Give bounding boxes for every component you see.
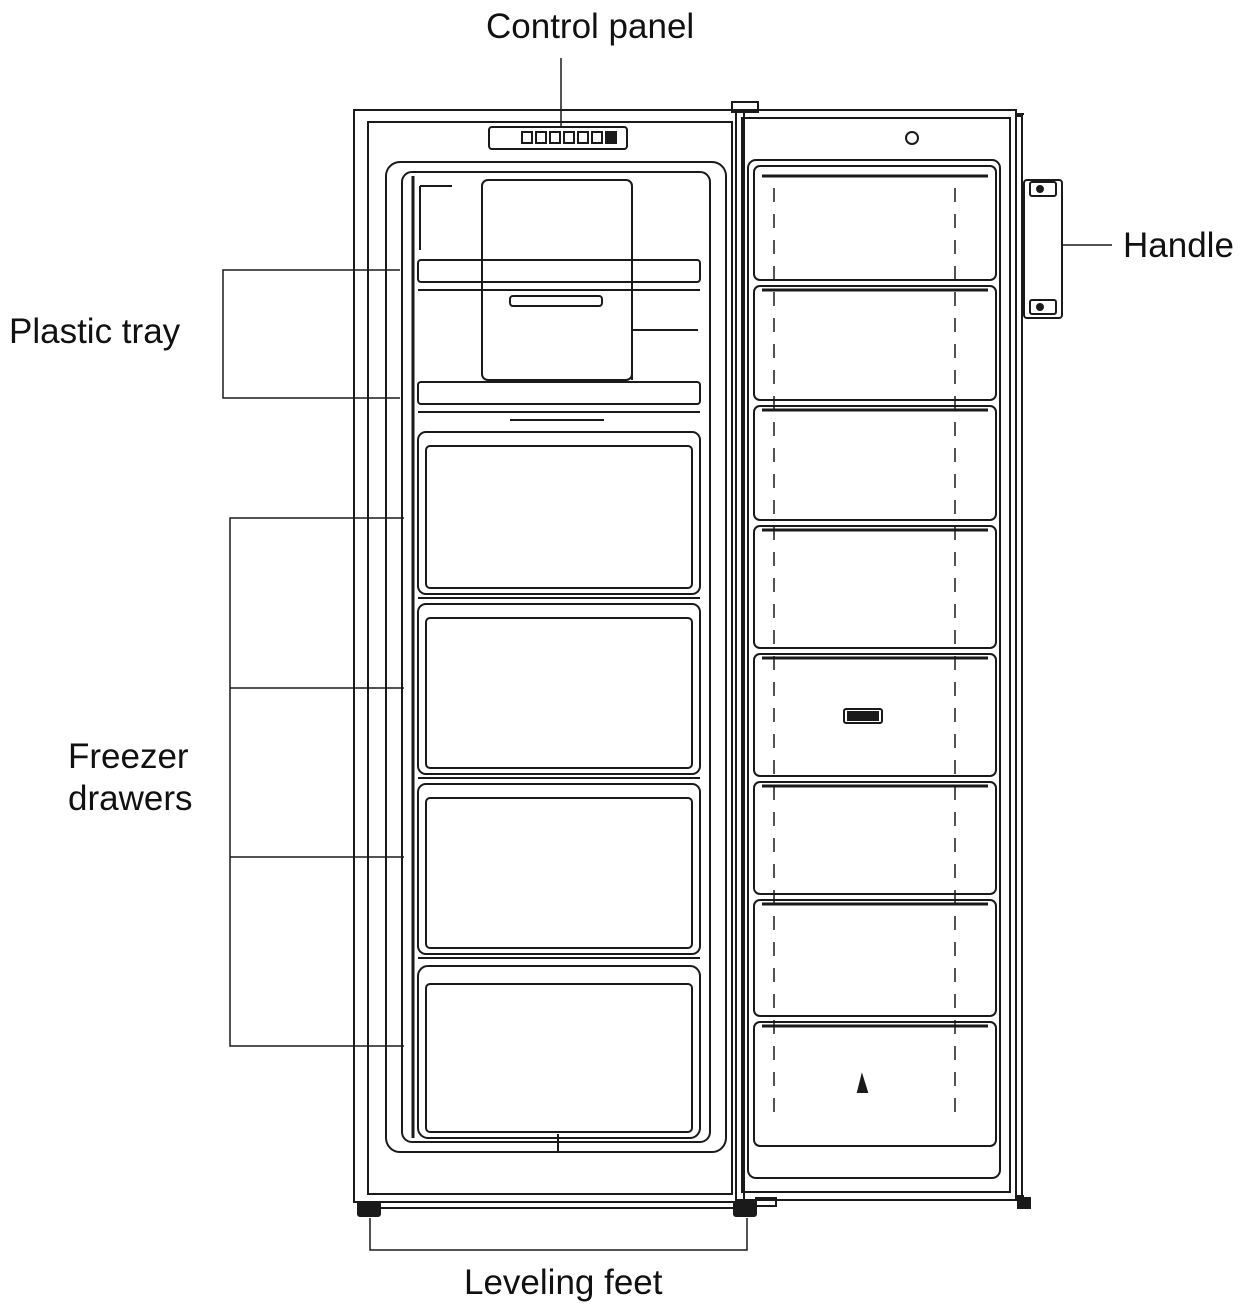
door-shelf [753, 781, 997, 895]
door-liner [747, 159, 1001, 1179]
control-button [521, 131, 533, 144]
door-shelf [753, 165, 997, 281]
cabinet-liner [385, 161, 727, 1153]
plastic-tray-1 [417, 259, 701, 283]
freezer-drawer-3 [417, 783, 701, 955]
hinge-top [731, 101, 759, 113]
control-button [535, 131, 547, 144]
cabinet-outer [353, 109, 745, 1203]
door-warning-mark [856, 1072, 869, 1093]
door-shelf [753, 899, 997, 1017]
leveling-foot-right [733, 1201, 757, 1217]
control-button [577, 131, 589, 144]
door-shelf [753, 1021, 997, 1147]
door [735, 109, 1063, 1209]
freezer-drawer-2 [417, 603, 701, 775]
freezer-drawers [417, 431, 701, 1152]
handle [1023, 179, 1063, 319]
freezer-drawer-4 [417, 965, 701, 1139]
callout-leveling-feet [369, 1218, 748, 1251]
cabinet [353, 109, 745, 1203]
leveling-foot-left [357, 1201, 381, 1217]
leveling-feet [357, 1201, 757, 1217]
freezer-drawer-1 [417, 431, 701, 595]
door-shelf [753, 405, 997, 521]
cabinet-inner-frame [367, 121, 733, 1195]
control-panel [488, 101, 759, 150]
label-control-panel: Control panel [486, 7, 695, 46]
plastic-trays [417, 259, 701, 421]
door-seal-plug [905, 131, 919, 145]
control-button [563, 131, 575, 144]
plastic-tray-2 [417, 381, 701, 405]
label-leveling-feet: Leveling feet [464, 1263, 663, 1302]
control-button [549, 131, 561, 144]
door-shelf [753, 525, 997, 649]
callout-freezer-drawers [229, 517, 404, 1047]
door-frame [741, 117, 1011, 1193]
label-handle: Handle [1123, 226, 1234, 265]
label-freezer-drawers: Freezer drawers [68, 737, 193, 818]
label-plastic-tray: Plastic tray [9, 312, 181, 351]
control-indicator [605, 131, 617, 144]
door-badge [843, 708, 883, 724]
back-cover [481, 179, 633, 381]
callout-plastic-tray [222, 269, 400, 399]
cabinet-liner-inner [401, 171, 711, 1143]
control-button [591, 131, 603, 144]
callout-lines [222, 58, 1112, 1251]
control-panel-housing [488, 126, 628, 150]
door-shelf [753, 285, 997, 401]
door-shelf [753, 653, 997, 777]
